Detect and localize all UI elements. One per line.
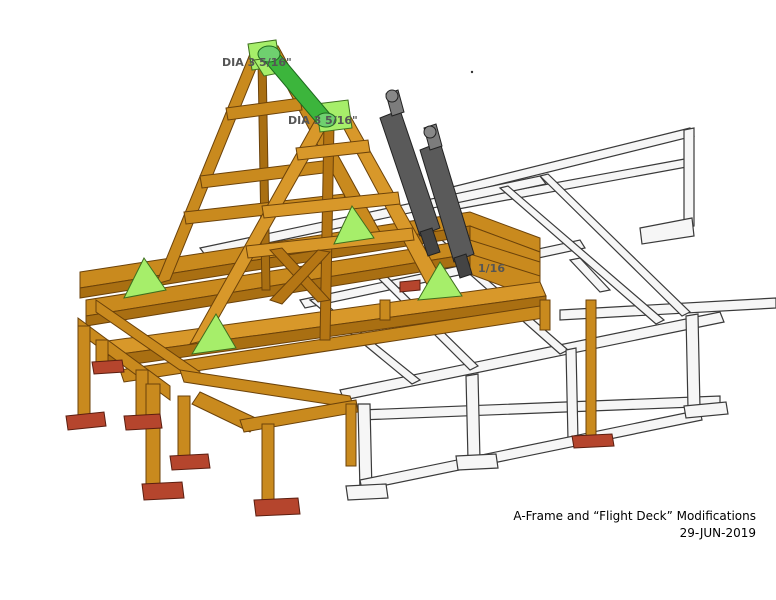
wood-base-frame	[65, 211, 615, 517]
dimension-label: DIA 3 5/16"	[288, 114, 358, 127]
drawing-title: A-Frame and “Flight Deck” Modifications	[513, 509, 756, 523]
dimension-label: 1/16	[478, 262, 505, 275]
dimension-label: DIA 3 5/16"	[222, 56, 292, 69]
drawing-date: 29-JUN-2019	[679, 526, 756, 540]
pivot-pin-icon	[257, 45, 281, 63]
hydraulic-cylinder-icon	[379, 89, 441, 257]
a-frame	[123, 39, 463, 355]
hydraulic-cylinders	[379, 89, 475, 279]
